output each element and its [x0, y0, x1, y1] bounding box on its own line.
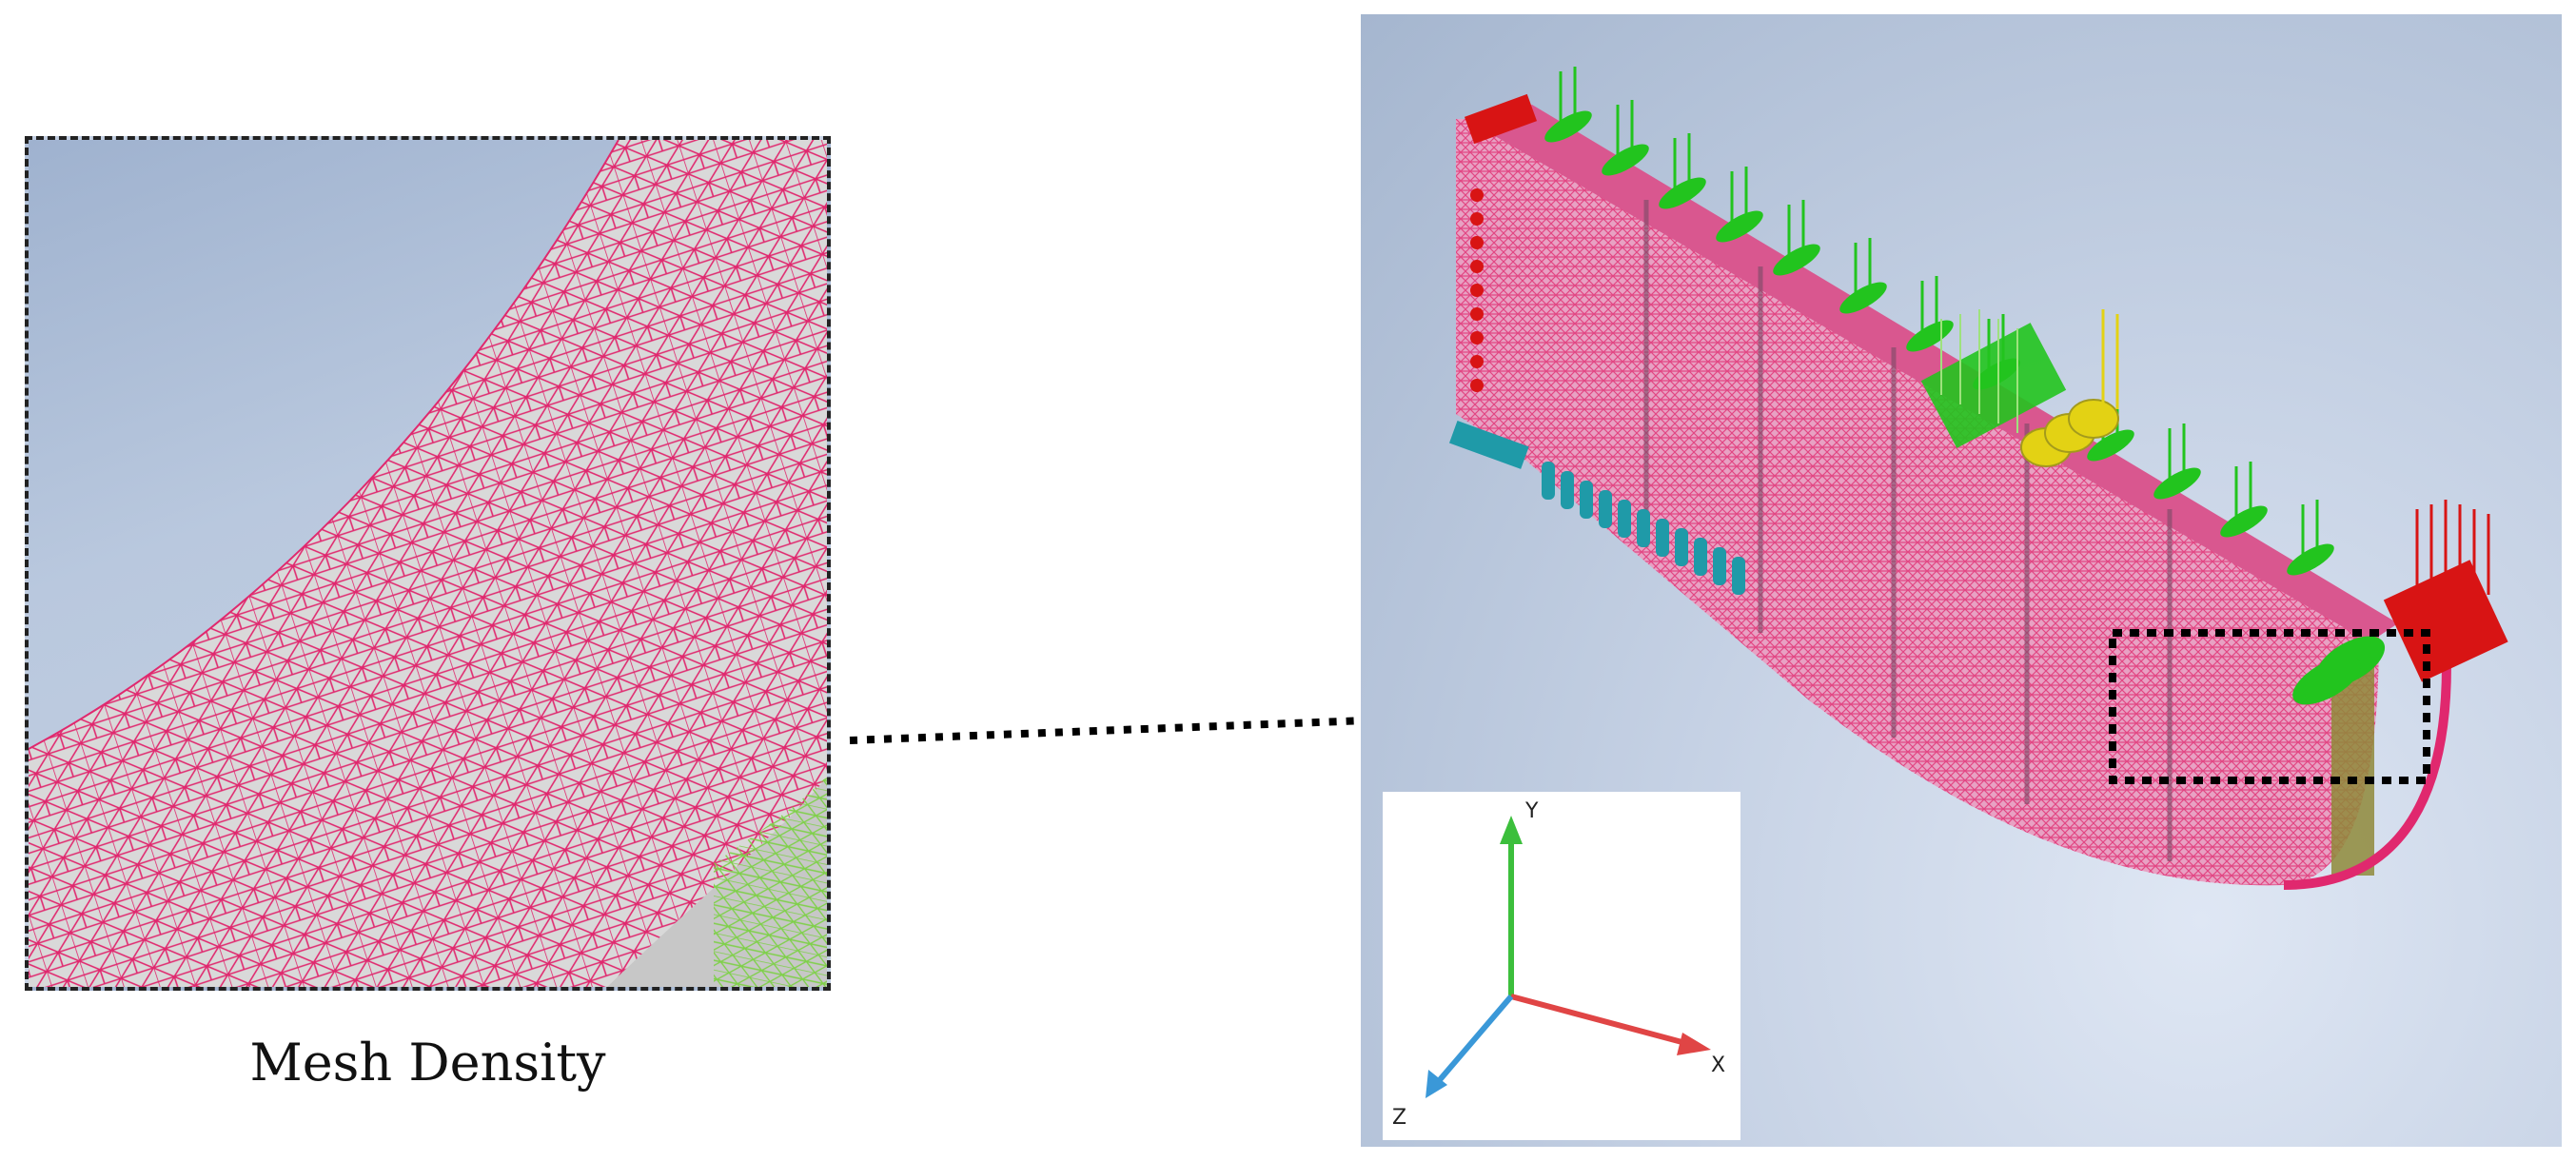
mesh-zoom-panel — [25, 136, 831, 991]
axis-x-label: X — [1711, 1054, 1726, 1077]
axis-arrows — [1426, 816, 1711, 1098]
stiffeners — [1643, 200, 2173, 861]
fea-model — [1448, 67, 2508, 890]
pin-constraints — [1448, 421, 1745, 595]
lower-lip-mesh — [714, 776, 827, 987]
concentrated-load-cluster — [1920, 309, 2067, 448]
curved-bottom-edge — [2283, 632, 2451, 890]
side-wall-mesh — [1456, 119, 2379, 886]
axis-y-arrowhead — [1500, 816, 1523, 844]
fixed-constraints — [1464, 93, 2508, 682]
top-flange — [1465, 105, 2398, 642]
axis-z-line — [1435, 995, 1514, 1084]
axis-z-label: Z — [1392, 1106, 1407, 1130]
axis-x-line — [1510, 994, 1690, 1047]
mesh-density-caption: Mesh Density — [249, 1033, 606, 1093]
axis-z-arrowhead — [1426, 1070, 1447, 1098]
highlighted-loads — [2020, 309, 2119, 467]
right-load-cluster — [2292, 636, 2386, 705]
axis-y-label: Y — [1525, 799, 1539, 823]
zoom-region-marker — [2109, 629, 2430, 784]
axis-x-arrowhead — [1677, 1033, 1711, 1055]
axis-triad: Y X Z — [1383, 792, 1740, 1140]
surface-mesh — [29, 140, 827, 987]
mesh-detail-view — [29, 140, 827, 987]
